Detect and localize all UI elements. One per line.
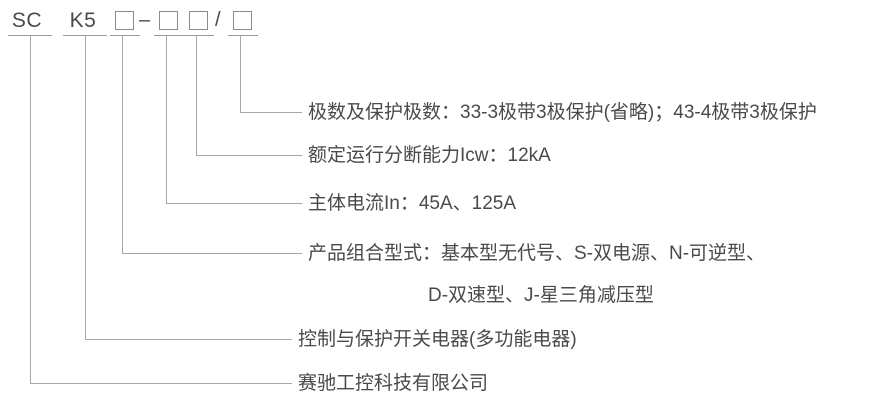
code-box-rated-current: [159, 11, 178, 30]
tick-rule-rated-current: [154, 35, 184, 36]
leader-hline-combination-type: [122, 253, 302, 254]
callout-text-rated-current: 主体电流In：45A、125A: [308, 193, 517, 214]
tick-rule-breaking-capacity: [184, 35, 214, 36]
model-code-row: SC K5 – /: [0, 0, 300, 46]
code-token-series: K5: [69, 9, 97, 32]
callout-text-breaking-capacity: 额定运行分断能力Icw：12kA: [308, 145, 551, 166]
leader-hline-device-category: [85, 339, 292, 340]
tick-rule-poles: [228, 35, 258, 36]
code-token-brand: SC: [11, 9, 43, 32]
tick-rule-combination-type: [110, 35, 140, 36]
leader-hline-company: [30, 383, 292, 384]
leader-hline-rated-current: [166, 203, 302, 204]
leader-vline-combination-type: [122, 35, 123, 253]
leader-vline-breaking-capacity: [196, 35, 197, 155]
callout-text-poles: 极数及保护极数：33-3极带3极保护(省略)；43-4极带3极保护: [308, 102, 817, 123]
leader-hline-poles: [240, 112, 302, 113]
leader-vline-company: [30, 35, 31, 383]
code-separator-dash: –: [139, 9, 151, 31]
leader-vline-poles: [240, 35, 241, 113]
code-box-poles: [233, 11, 252, 30]
callout-text-combination-type: 产品组合型式：基本型无代号、S-双电源、N-可逆型、: [308, 243, 766, 264]
code-box-combination-type: [115, 11, 134, 30]
callout-text-device-category: 控制与保护开关电器(多功能电器): [298, 329, 577, 350]
leader-vline-device-category: [85, 35, 86, 339]
callout-text-combination-type-continued: D-双速型、J-星三角减压型: [428, 285, 654, 306]
leader-vline-rated-current: [166, 35, 167, 203]
code-separator-slash: /: [215, 9, 221, 31]
code-box-breaking-capacity: [189, 11, 208, 30]
callout-text-company: 赛驰工控科技有限公司: [298, 373, 489, 394]
leader-hline-breaking-capacity: [196, 155, 302, 156]
